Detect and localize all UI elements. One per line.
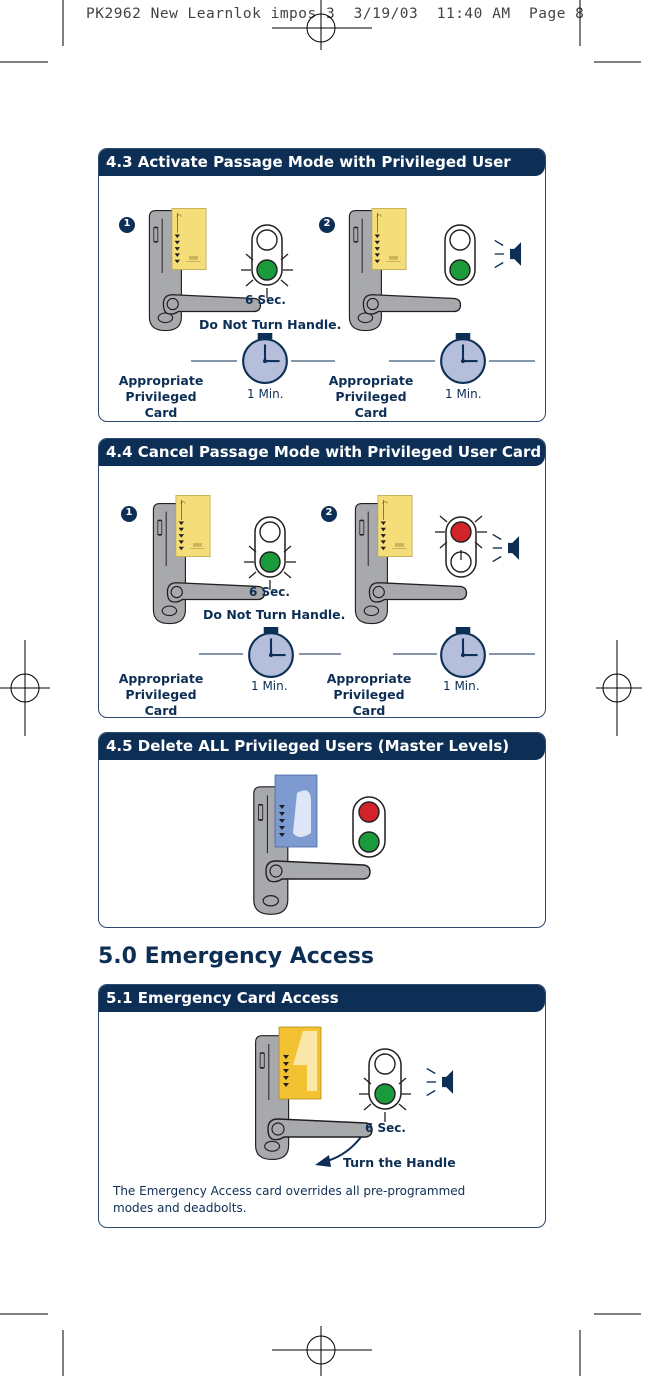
arrow-icon — [315, 1136, 362, 1167]
keycard-icon — [274, 774, 318, 848]
card-label: Appropriate Privileged Card — [118, 671, 204, 718]
speaker-icon — [492, 533, 520, 563]
section-title: 4.3 Activate Passage Mode with Privilege… — [99, 149, 545, 198]
clock-icon — [440, 627, 486, 678]
keycard-icon — [175, 494, 211, 558]
step-number-icon — [121, 506, 137, 522]
registration-mark-icon — [0, 640, 50, 736]
section-5-1-panel: 5.1 Emergency Card Access 6 Sec. Turn th… — [98, 984, 546, 1228]
timer-label: 6 Sec. — [365, 1121, 406, 1135]
step-1-number: 1 — [123, 218, 131, 229]
keycard-icon — [171, 207, 207, 271]
card-label: Appropriate Privileged Card — [328, 373, 414, 420]
section-4-4-panel: 4.4 Cancel Passage Mode with Privileged … — [98, 438, 546, 718]
speaker-icon — [426, 1067, 454, 1097]
chapter-heading: 5.0 Emergency Access — [98, 944, 374, 969]
duration-label: 1 Min. — [251, 679, 288, 693]
keycard-icon — [377, 494, 413, 558]
section-title: 4.4 Cancel Passage Mode with Privileged … — [99, 439, 545, 466]
section-4-4-illustration — [121, 494, 535, 678]
warning-label: Do Not Turn Handle. — [203, 607, 346, 622]
registration-mark-icon — [272, 1326, 372, 1376]
description-text: The Emergency Access card overrides all … — [113, 1184, 466, 1215]
duration-label: 1 Min. — [443, 679, 480, 693]
section-4-5-panel: 4.5 Delete ALL Privileged Users (Master … — [98, 732, 546, 928]
led-indicator-icon — [368, 1048, 402, 1110]
led-indicator-icon — [445, 516, 477, 578]
section-4-3-panel: 4.3 Activate Passage Mode with Privilege… — [98, 148, 546, 422]
duration-label: 1 Min. — [247, 387, 284, 401]
keycard-icon — [371, 207, 407, 271]
speaker-icon — [494, 239, 522, 269]
warning-label: Do Not Turn Handle. — [199, 317, 342, 332]
keycard-icon — [278, 1026, 322, 1100]
section-title: 5.1 Emergency Card Access — [99, 985, 545, 1012]
step-2-number: 2 — [325, 507, 333, 518]
step-number-icon — [319, 217, 335, 233]
led-indicator-icon — [444, 224, 476, 286]
section-title: 4.5 Delete ALL Privileged Users (Master … — [99, 733, 545, 760]
clock-icon — [242, 333, 288, 384]
section-4-5-illustration — [253, 774, 386, 915]
led-indicator-icon — [251, 224, 283, 286]
led-indicator-icon — [254, 516, 286, 578]
duration-label: 1 Min. — [445, 387, 482, 401]
clock-icon — [440, 333, 486, 384]
section-5-1-illustration — [254, 1026, 454, 1167]
instruction-label: Turn the Handle — [343, 1155, 456, 1170]
section-4-3-illustration — [119, 207, 535, 384]
registration-mark-icon — [596, 640, 642, 736]
step-2-number: 2 — [323, 218, 331, 229]
timer-label: 6 Sec. — [245, 293, 286, 307]
led-indicator-icon — [352, 796, 386, 858]
clock-icon — [248, 627, 294, 678]
step-number-icon — [321, 506, 337, 522]
step-1-number: 1 — [125, 507, 133, 518]
registration-mark-icon — [272, 0, 372, 50]
step-number-icon — [119, 217, 135, 233]
timer-label: 6 Sec. — [249, 585, 290, 599]
card-label: Appropriate Privileged Card — [326, 671, 412, 718]
card-label: Appropriate Privileged Card — [118, 373, 204, 420]
